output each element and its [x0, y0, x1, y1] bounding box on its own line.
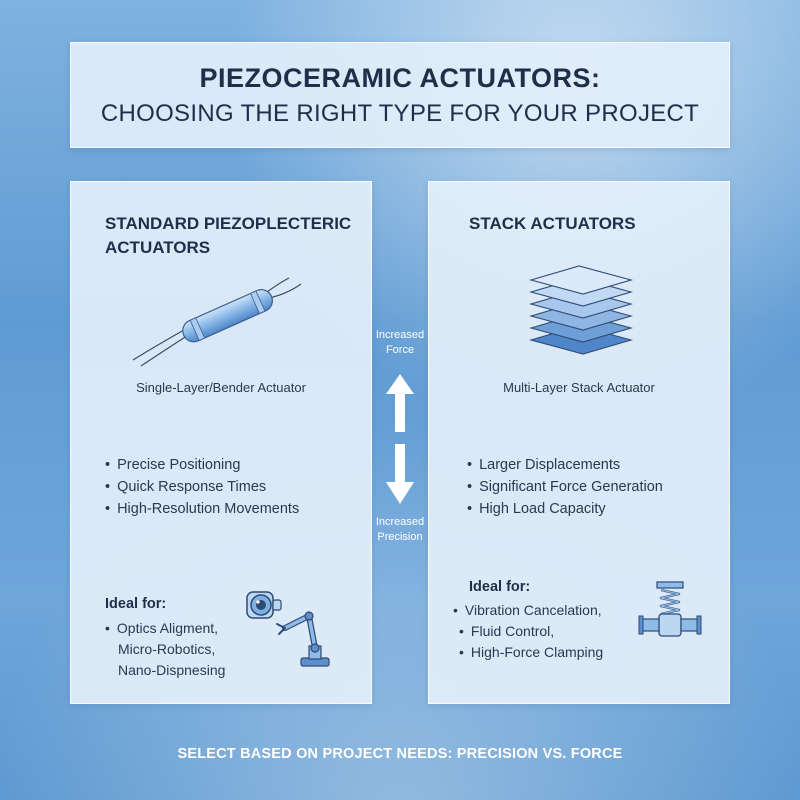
list-item: Optics Aligment, — [105, 618, 225, 639]
caption-multi-layer: Multi-Layer Stack Actuator — [503, 380, 655, 395]
list-item: Vibration Cancelation, — [453, 600, 603, 621]
page-title: PIEZOCERAMIC ACTUATORS: — [199, 63, 601, 93]
stack-actuators-panel: STACK ACTUATORS Multi-Layer Stack Actuat… — [428, 181, 730, 704]
page-subtitle: CHOOSING THE RIGHT TYPE FOR YOUR PROJECT — [100, 100, 700, 127]
caption-single-layer: Single-Layer/Bender Actuator — [136, 380, 306, 395]
robotic-arm-icon — [276, 611, 330, 667]
list-item: Fluid Control, — [453, 621, 603, 642]
list-item: Micro-Robotics, — [118, 641, 216, 657]
features-list-standard: Precise Positioning Quick Response Times… — [105, 454, 299, 520]
panel-title-standard: STANDARD PIEZOPLECTERIC ACTUATORS — [105, 214, 352, 257]
arrow-up-icon — [386, 374, 414, 432]
optics-lens-icon — [246, 591, 282, 619]
list-item: Nano-Dispnesing — [118, 662, 226, 678]
features-list-stack: Larger Displacements Significant Force G… — [467, 454, 663, 520]
list-item: High-Resolution Movements — [105, 498, 299, 520]
title-box: PIEZOCERAMIC ACTUATORS: CHOOSING THE RIG… — [70, 42, 730, 148]
ideal-for-title-stack: Ideal for: — [469, 579, 531, 595]
list-item: High-Force Clamping — [453, 642, 603, 663]
layer-stack-icon — [528, 265, 634, 355]
list-item: Quick Response Times — [105, 476, 299, 498]
footer-summary: SELECT BASED ON PROJECT NEEDS: PRECISION… — [177, 746, 623, 762]
increased-force-label: Increased Force — [375, 329, 425, 356]
standard-actuators-panel: STANDARD PIEZOPLECTERIC ACTUATORS Single… — [70, 181, 372, 704]
panel-title-stack: STACK ACTUATORS — [469, 214, 636, 233]
arrow-down-icon — [386, 444, 414, 504]
list-item: Larger Displacements — [467, 454, 663, 476]
ideal-for-list-standard: Optics Aligment, Micro-Robotics, Nano-Di… — [105, 618, 226, 681]
list-item: Significant Force Generation — [467, 476, 663, 498]
ideal-for-title-standard: Ideal for: — [105, 596, 167, 612]
list-item: High Load Capacity — [467, 498, 663, 520]
spring-clamp-icon — [638, 581, 702, 637]
list-item: Precise Positioning — [105, 454, 299, 476]
increased-precision-label: Increased Precision — [375, 516, 425, 543]
piezo-bender-icon — [132, 277, 302, 367]
ideal-for-list-stack: Vibration Cancelation, Fluid Control, Hi… — [453, 600, 603, 663]
